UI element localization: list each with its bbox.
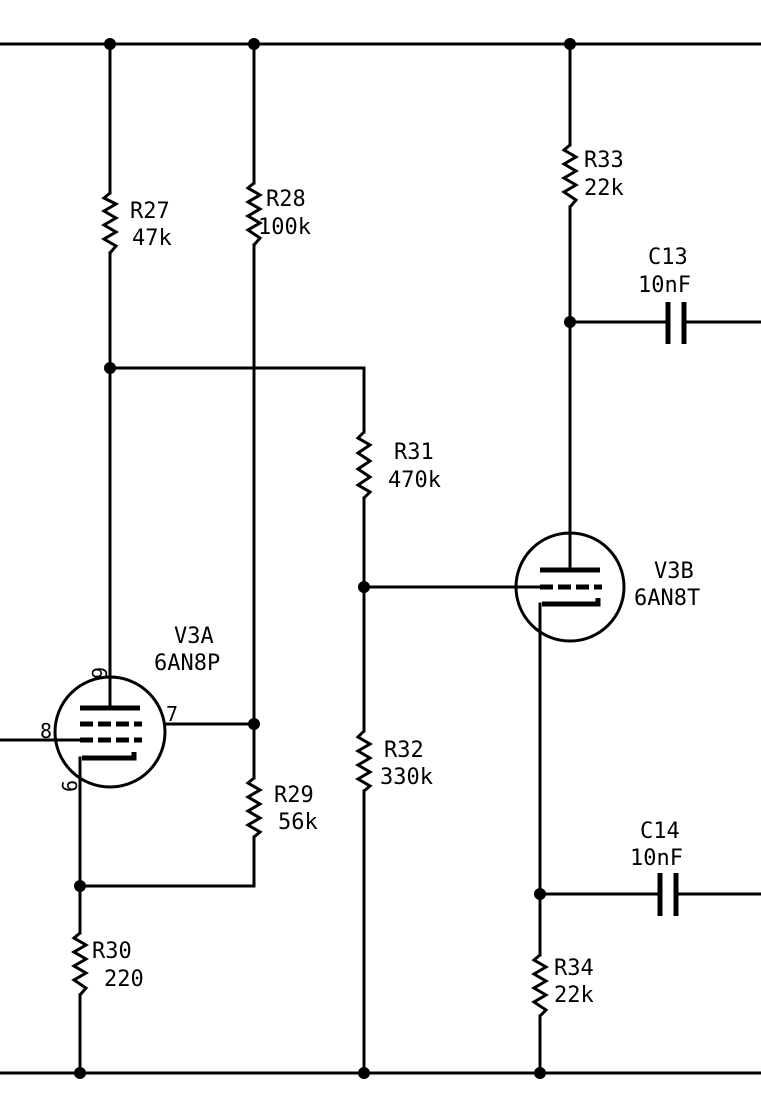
resistor-r27: [101, 191, 120, 254]
label-v3a-pin-7: 7: [166, 702, 178, 726]
label-r34-value: 22k: [554, 983, 594, 1008]
label-r28-value: 100k: [258, 215, 311, 240]
label-r33-value: 22k: [584, 176, 624, 201]
label-r33-ref: R33: [584, 148, 624, 173]
label-r29-ref: R29: [274, 783, 314, 808]
label-v3a-value: 6AN8P: [154, 651, 220, 676]
label-v3b-ref: V3B: [654, 559, 694, 584]
label-r31-value: 470k: [388, 468, 441, 493]
label-c14-ref: C14: [640, 819, 680, 844]
junctions: [74, 38, 576, 1079]
junction-dot: [564, 316, 576, 328]
label-c13-ref: C13: [648, 245, 688, 270]
junction-dot: [74, 880, 86, 892]
junction-dot: [564, 38, 576, 50]
tube-v3a: [53, 675, 167, 789]
label-r27-ref: R27: [130, 199, 170, 224]
junction-dot: [248, 718, 260, 730]
junction-dot: [534, 888, 546, 900]
label-r28-ref: R28: [266, 187, 306, 212]
label-c14-value: 10nF: [630, 846, 683, 871]
label-r32-ref: R32: [384, 738, 424, 763]
label-v3a-pin-8: 8: [40, 719, 52, 743]
junction-dot: [104, 362, 116, 374]
junction-dot: [104, 38, 116, 50]
v3b-cathode: [542, 598, 601, 607]
label-c13-value: 10nF: [638, 273, 691, 298]
label-v3b-value: 6AN8T: [634, 586, 700, 611]
label-v3a-pin-6: 6: [87, 667, 111, 679]
wire-r29-bottom: [78, 835, 256, 888]
label-r30-ref: R30: [92, 939, 132, 964]
wire-r27-r31: [108, 366, 366, 434]
label-r32-value: 330k: [380, 765, 433, 790]
junction-dot: [248, 38, 260, 50]
label-r34-ref: R34: [554, 956, 594, 981]
wire-v3b-cathode: [538, 602, 592, 957]
resistor-r32: [355, 729, 373, 793]
junction-dot: [74, 1067, 86, 1079]
label-r27-value: 47k: [132, 226, 172, 251]
v3a-cathode: [82, 752, 137, 761]
resistor-r33: [561, 143, 579, 208]
junction-dot: [358, 581, 370, 593]
label-r29-value: 56k: [278, 810, 318, 835]
resistor-r30: [71, 931, 89, 996]
junction-dot: [358, 1067, 370, 1079]
tube-v3b: [514, 531, 626, 643]
label-v3a-pin-9: 9: [57, 780, 81, 792]
resistor-r34: [531, 953, 549, 1018]
resistor-r29: [245, 776, 263, 839]
junction-dot: [534, 1067, 546, 1079]
label-r31-ref: R31: [394, 440, 434, 465]
label-r30-value: 220: [104, 967, 144, 992]
resistor-r28: [245, 181, 263, 246]
label-v3a-ref: V3A: [174, 624, 214, 649]
resistor-r31: [355, 430, 373, 500]
